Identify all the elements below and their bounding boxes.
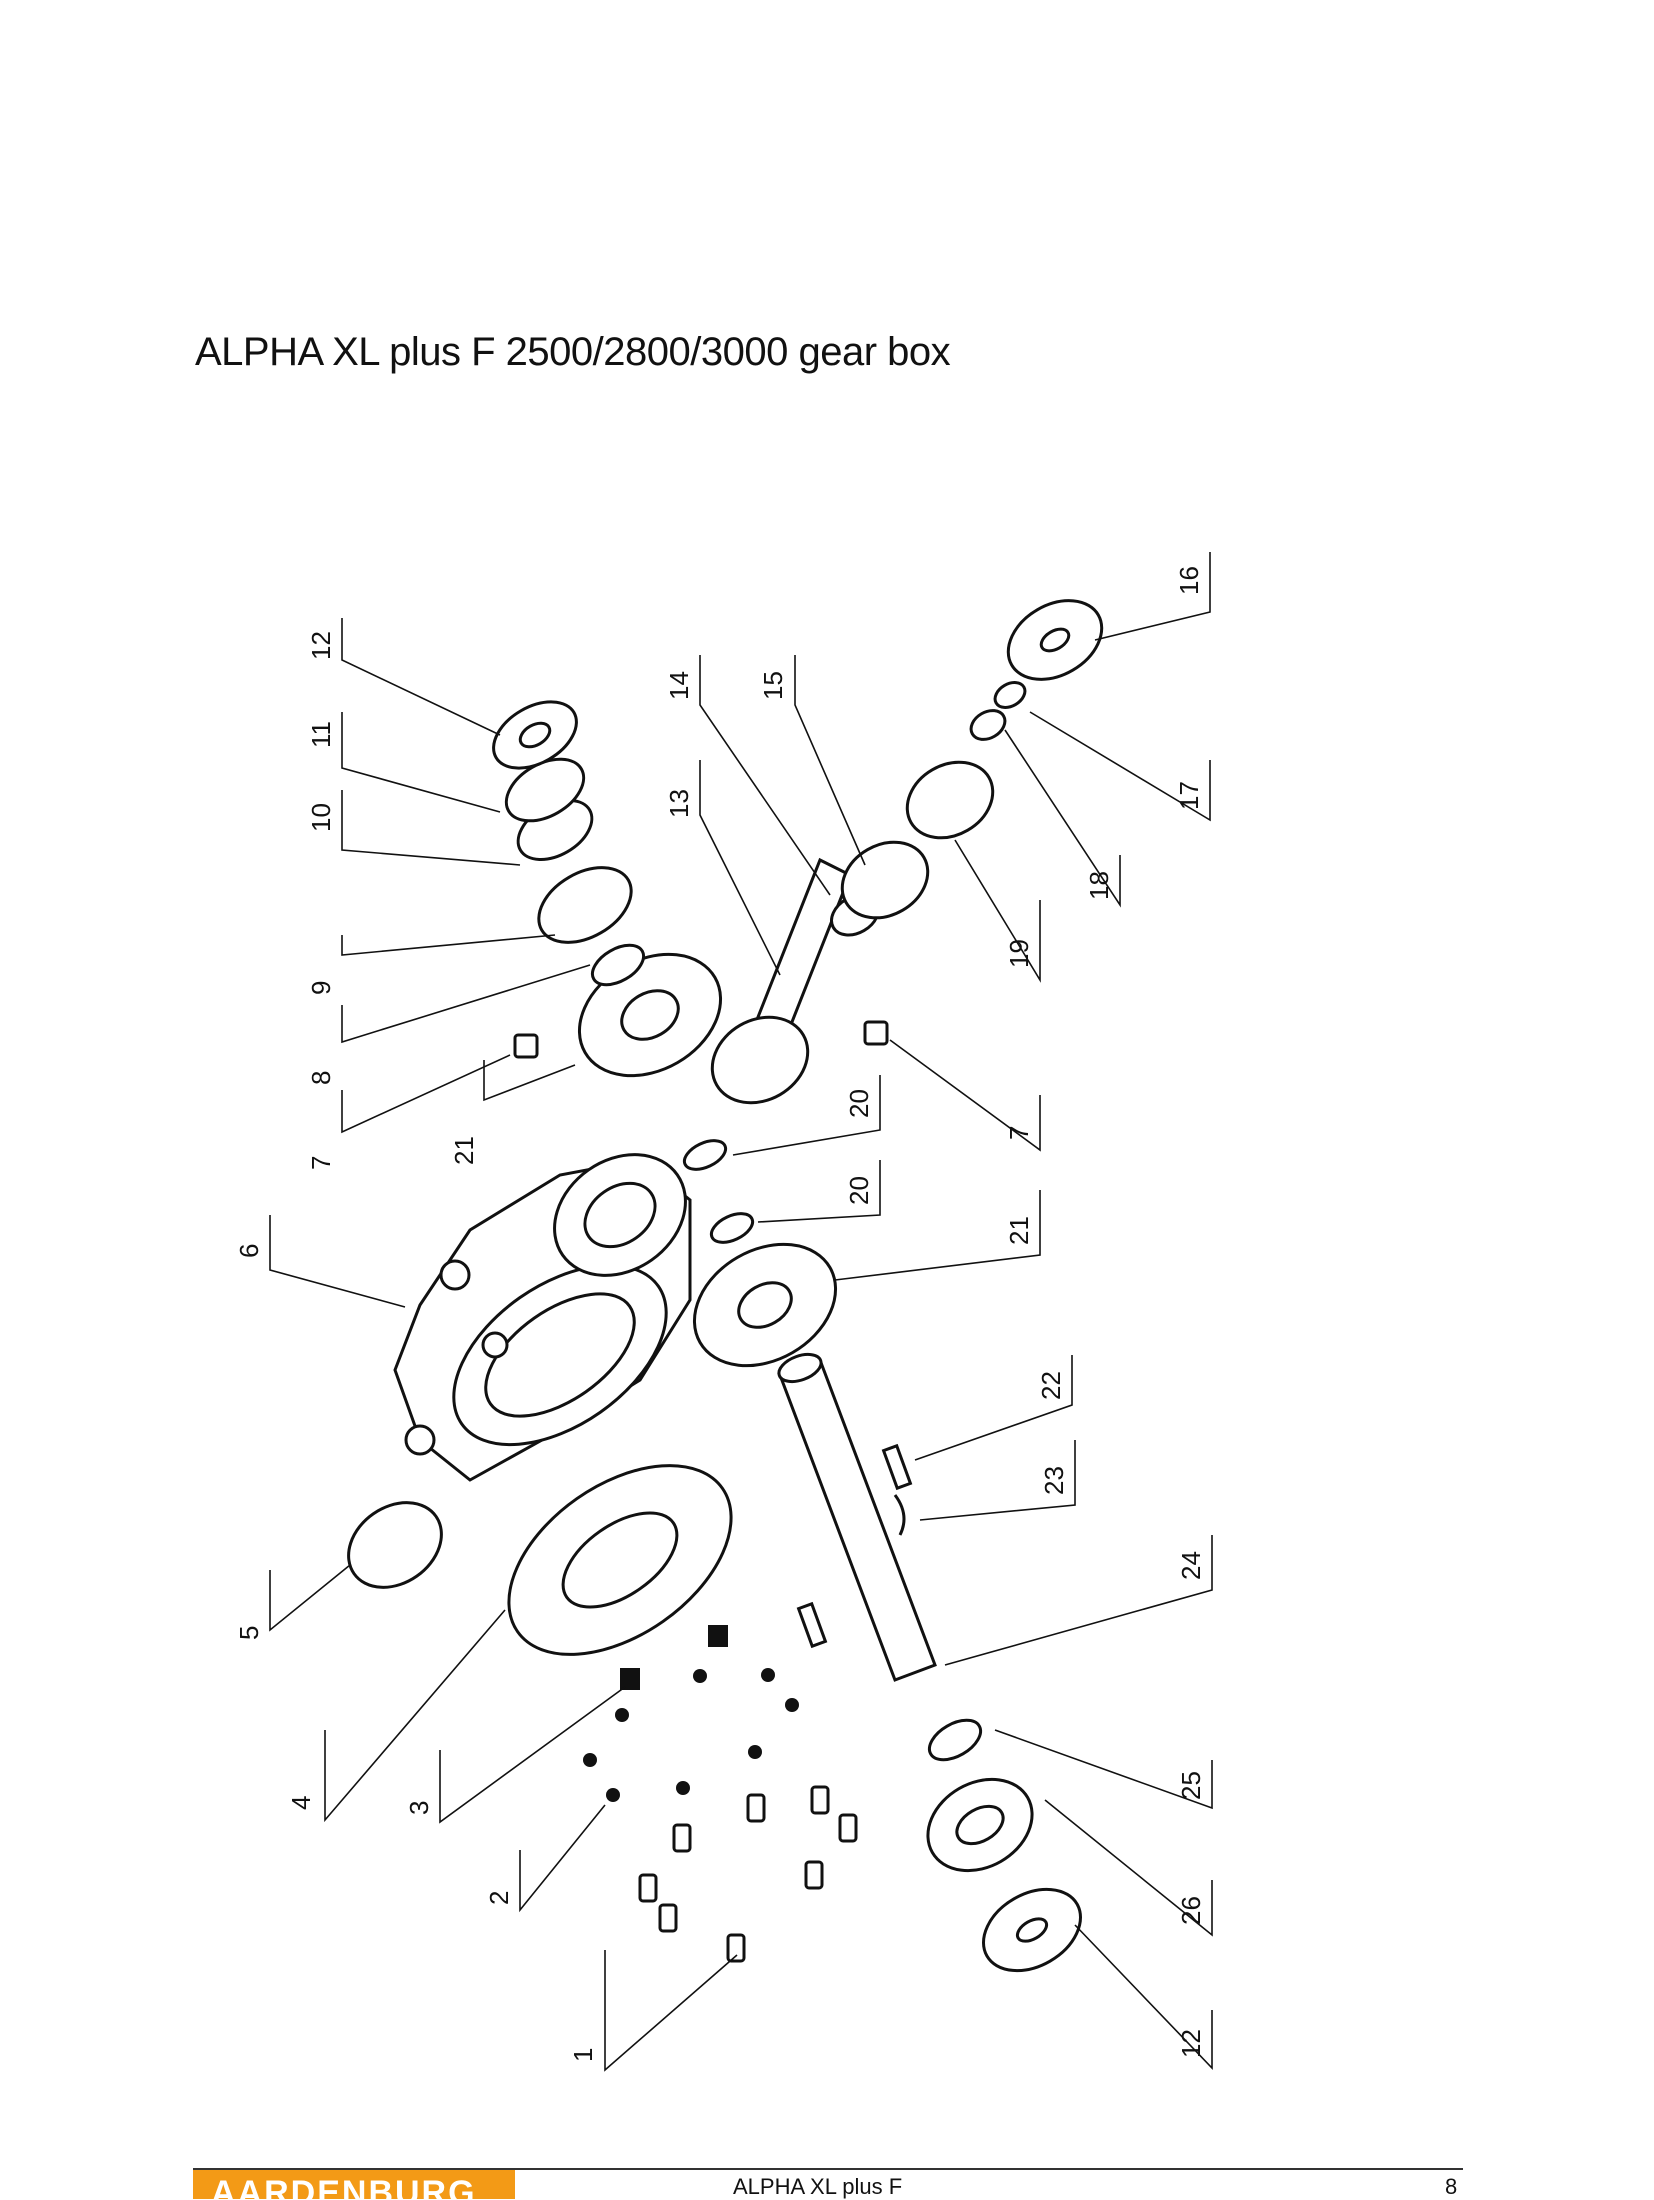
part-19-bearing — [905, 760, 995, 840]
part-13-pinion-shaft — [710, 857, 852, 1105]
part-20-ring-a — [682, 1139, 728, 1171]
callout-6: 6 — [234, 1244, 264, 1258]
callout-17: 17 — [1174, 781, 1204, 810]
callout-5: 5 — [234, 1626, 264, 1640]
callout-22: 22 — [1036, 1371, 1066, 1400]
part-22-key — [881, 1443, 913, 1491]
part-23-ring — [893, 1494, 906, 1536]
part-7-plug-left — [513, 1033, 539, 1059]
callout-20-b: 20 — [844, 1176, 874, 1205]
part-25-ring — [927, 1718, 983, 1762]
part-16-washer — [1006, 599, 1104, 681]
callout-8: 8 — [306, 1071, 336, 1085]
callout-24: 24 — [1176, 1551, 1206, 1580]
callout-12-top: 12 — [306, 631, 336, 660]
callout-16: 16 — [1174, 566, 1204, 595]
brand-logo: AARDENBURG — [193, 2170, 515, 2199]
part-24-shaft — [777, 1352, 937, 1682]
part-22-key-b — [796, 1601, 828, 1649]
part-20-ring-b — [709, 1212, 755, 1244]
footer-rule — [193, 2168, 1463, 2170]
leader-lines — [269, 552, 1213, 2072]
part-9-bearing — [537, 866, 633, 944]
callout-25: 25 — [1176, 1771, 1206, 1800]
part-12-washer-bottom — [982, 1887, 1082, 1973]
callout-7-right: 7 — [1004, 1126, 1034, 1140]
brand-logo-text: AARDENBURG — [211, 2174, 477, 2199]
callout-9: 9 — [306, 981, 336, 995]
part-21-gear-lower — [692, 1242, 838, 1368]
callout-15: 15 — [758, 671, 788, 700]
gearbox-housing — [393, 1153, 692, 1482]
callout-19: 19 — [1004, 939, 1034, 968]
callout-26: 26 — [1176, 1896, 1206, 1925]
callout-21-lower: 21 — [1004, 1216, 1034, 1245]
callout-23: 23 — [1039, 1466, 1069, 1495]
callout-labels: 12 11 10 9 8 7 21 6 5 4 3 2 1 14 15 13 1… — [234, 566, 1206, 2062]
callout-1: 1 — [568, 2048, 598, 2062]
callout-20-a: 20 — [844, 1089, 874, 1118]
part-18-ring — [969, 709, 1007, 741]
footer-page-number: 8 — [1445, 2174, 1458, 2199]
part-8-ring — [590, 943, 646, 987]
part-12-washer-top — [492, 700, 578, 770]
part-1-bolts — [638, 1785, 858, 1963]
callout-13: 13 — [664, 789, 694, 818]
part-2-nuts — [583, 1668, 799, 1802]
page-title: ALPHA XL plus F 2500/2800/3000 gear box — [195, 330, 951, 374]
part-4-flange — [507, 1464, 733, 1656]
callout-18: 18 — [1084, 871, 1114, 900]
callout-10: 10 — [306, 803, 336, 832]
part-3-plug — [620, 1668, 640, 1690]
part-3-plug-b — [708, 1625, 728, 1647]
callout-2: 2 — [484, 1891, 514, 1905]
part-17-ring — [993, 681, 1027, 709]
part-7-plug-right — [863, 1020, 889, 1046]
footer-doc-title: ALPHA XL plus F — [733, 2174, 903, 2199]
callout-11: 11 — [306, 721, 336, 748]
part-26-bearing — [926, 1777, 1034, 1873]
callout-7-left: 7 — [306, 1156, 336, 1170]
callout-14: 14 — [664, 671, 694, 700]
part-5-cover — [347, 1501, 443, 1589]
callout-21-upper: 21 — [449, 1136, 479, 1165]
callout-3: 3 — [404, 1801, 434, 1815]
callout-12-bottom: 12 — [1176, 2029, 1206, 2058]
callout-4: 4 — [286, 1796, 316, 1810]
